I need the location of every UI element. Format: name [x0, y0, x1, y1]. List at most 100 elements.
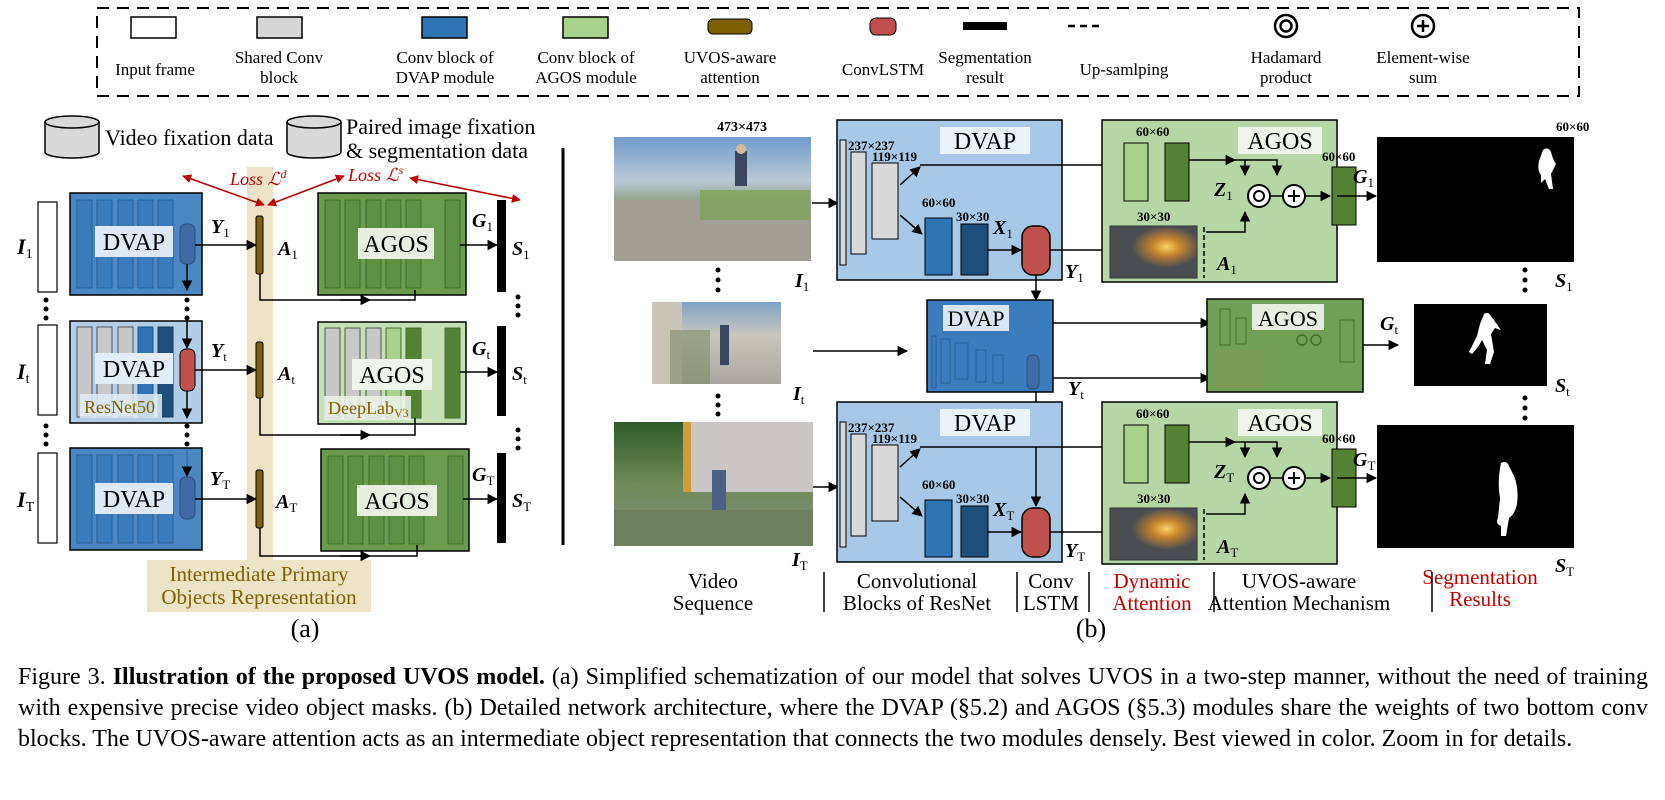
- frame-label: IT: [791, 549, 808, 573]
- attention-map: [255, 215, 264, 275]
- mask-silhouette: [1469, 312, 1501, 364]
- caption-prefix: Figure 3.: [18, 664, 113, 690]
- a-label: At: [276, 363, 295, 387]
- database-icon: [44, 115, 100, 159]
- y-label: Y1: [1065, 261, 1084, 285]
- legend-label: result: [966, 68, 1004, 87]
- legend-swatch-dvap-conv: [421, 16, 468, 39]
- s-label: St: [1555, 375, 1570, 399]
- legend-label: Conv block of: [396, 48, 494, 67]
- panel-b: 473×473 I1 It IT: [614, 119, 1589, 643]
- segmentation-result: [497, 200, 506, 292]
- input-frame-t-image: [652, 302, 781, 384]
- size-label: 119×119: [872, 431, 917, 446]
- legend-swatch-shared-conv: [256, 16, 303, 39]
- deeplab-label-bg: [324, 396, 411, 420]
- hadamard-icon: [1247, 466, 1271, 490]
- z-label: Z1: [1213, 179, 1233, 203]
- agos-detail-t: AGOS: [1206, 298, 1364, 393]
- s-label: St: [512, 363, 527, 387]
- element-sum-icon: [1410, 13, 1436, 39]
- dvap-detail-T: DVAP 237×237 119×119 60×60 30×30 XT: [836, 401, 1117, 563]
- agos-label: AGOS: [359, 363, 424, 389]
- stage-label: Blocks of ResNet: [843, 591, 991, 615]
- input-frame: [37, 201, 58, 293]
- ipor-label-1: Intermediate Primary: [169, 562, 349, 586]
- frame-label: It: [16, 359, 30, 387]
- stage-label: Convolutional: [857, 569, 977, 593]
- legend-label: Input frame: [115, 60, 195, 79]
- convlstm-cell: [179, 348, 196, 392]
- s-label: S1: [1555, 270, 1573, 294]
- convlstm-cell: [1021, 507, 1051, 558]
- a-label: AT: [1215, 536, 1238, 560]
- y-label: Yt: [1068, 378, 1084, 402]
- dvap-label-bg: [95, 226, 173, 257]
- agos-label-bg: [357, 485, 437, 516]
- agos-label: AGOS: [1247, 411, 1312, 437]
- stage-label: Conv: [1028, 569, 1074, 593]
- loss-d-label: Loss ℒd: [229, 167, 287, 189]
- attention-map: [255, 469, 264, 529]
- caption-title: Illustration of the proposed UVOS model.: [112, 664, 545, 690]
- a-label: A1: [276, 238, 298, 262]
- agos-label: AGOS: [1258, 306, 1318, 331]
- element-sum-icon: [1282, 184, 1306, 208]
- stage-label: Dynamic: [1114, 569, 1191, 593]
- legend-label: ConvLSTM: [842, 60, 924, 79]
- input-size-label: 473×473: [717, 120, 767, 135]
- loss-s-label: Loss ℒs: [347, 163, 403, 185]
- z-label: ZT: [1213, 461, 1234, 485]
- input-frame-T-image: [614, 422, 813, 546]
- g-label: G1: [1353, 166, 1374, 190]
- resnet-label: ResNet50: [84, 397, 155, 417]
- legend-label: Element-wise: [1376, 48, 1469, 67]
- paired-data-label-1: Paired image fixation: [346, 114, 535, 139]
- mask-silhouette: [1497, 462, 1518, 536]
- size-label: 60×60: [922, 477, 955, 492]
- loss-d-arrow: [182, 174, 265, 207]
- g-label: GT: [1353, 449, 1375, 473]
- g-label: G1: [472, 210, 493, 234]
- stage-label: Segmentation: [1422, 565, 1538, 589]
- size-label: 119×119: [872, 149, 917, 164]
- loss-s-arrow-right: [409, 175, 521, 203]
- ellipsis-dots: [715, 267, 721, 417]
- dvap-detail-t: DVAP: [926, 299, 1054, 393]
- legend-swatch-agos-conv: [562, 16, 609, 39]
- size-label: 30×30: [1137, 491, 1170, 506]
- dvap-detail-1: DVAP 237×237 119×119 60×60 30×30 X1: [836, 119, 1117, 281]
- agos-label: AGOS: [1247, 129, 1312, 155]
- output-size-label: 60×60: [1556, 119, 1589, 134]
- s-label: ST: [512, 490, 531, 514]
- input-frame: [37, 452, 58, 544]
- legend-label: Segmentation: [938, 48, 1032, 67]
- stage-separators: [823, 572, 1433, 612]
- size-label: 60×60: [1322, 431, 1355, 446]
- row-T: IT DVAP YT AT AGOS GT ST: [16, 447, 531, 562]
- stage-label: Attention: [1112, 591, 1192, 615]
- legend-border: [96, 7, 1580, 97]
- y-label: YT: [210, 468, 230, 492]
- agos-label: AGOS: [363, 232, 428, 258]
- dvap-label: DVAP: [103, 487, 165, 513]
- dvap-label: DVAP: [947, 306, 1004, 331]
- legend-swatch-input-frame: [130, 16, 177, 39]
- dvap-label-bg: [95, 353, 173, 384]
- database-icon: [286, 115, 342, 159]
- dvap-label: DVAP: [954, 129, 1016, 155]
- segmentation-result: [497, 326, 506, 416]
- dvap-label: DVAP: [103, 230, 165, 256]
- a-label: A1: [1215, 253, 1237, 277]
- mask-silhouette: [1538, 148, 1556, 189]
- ellipsis-dots: [43, 294, 521, 451]
- deeplab-label: DeepLabV3: [328, 398, 409, 420]
- stage-label: Attention Mechanism: [1208, 591, 1391, 615]
- stage-label: Sequence: [673, 591, 753, 615]
- segmentation-mask-t: [1414, 304, 1547, 386]
- ipor-label-2: Objects Representation: [161, 585, 357, 609]
- caption-body: (a) Simplified schematization of our mod…: [18, 664, 1648, 752]
- panel-a-sublabel: (a): [291, 614, 320, 643]
- stage-label: LSTM: [1023, 591, 1079, 615]
- convlstm-cell: [179, 476, 196, 520]
